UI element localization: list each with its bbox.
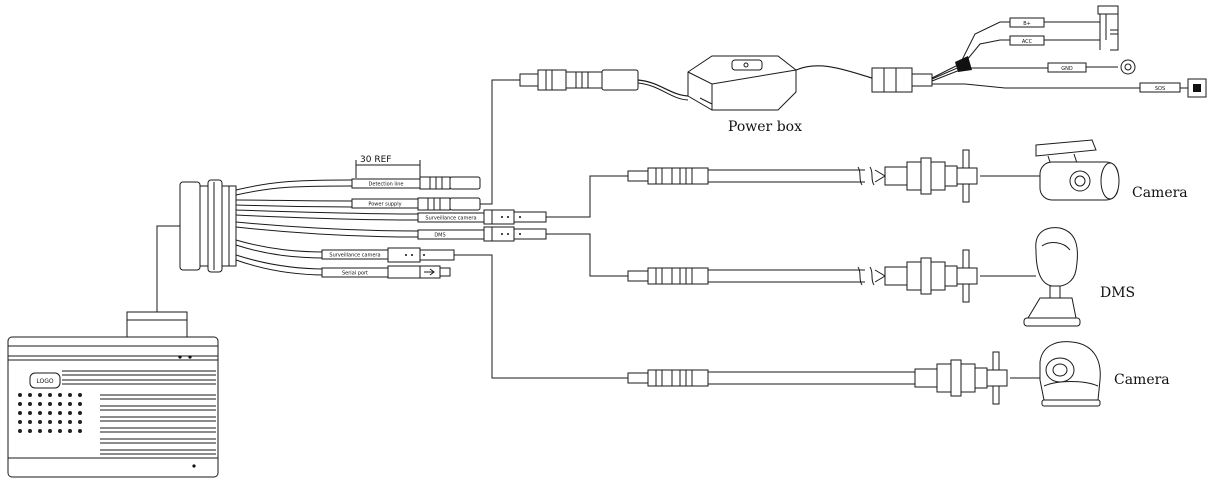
dvr-speaker-grille bbox=[18, 393, 82, 433]
speaker-hole bbox=[38, 393, 42, 397]
power-harness: B+ ACC GND SOS bbox=[795, 5, 1207, 98]
dvr-vent-slats bbox=[8, 370, 218, 459]
tag-b-plus bbox=[1009, 17, 1045, 28]
speaker-hole bbox=[48, 402, 52, 406]
tag-acc-text: ACC bbox=[1022, 39, 1033, 45]
speaker-hole bbox=[68, 402, 72, 406]
speaker-hole bbox=[48, 393, 52, 397]
speaker-hole bbox=[58, 393, 62, 397]
power-box-label: Power box bbox=[728, 119, 802, 135]
speaker-hole bbox=[28, 402, 32, 406]
ground-ring-terminal bbox=[1120, 59, 1136, 75]
tag-surveillance-camera-2-text: Surveillance camera bbox=[329, 253, 380, 259]
power-branch bbox=[480, 69, 689, 205]
speaker-hole bbox=[68, 420, 72, 424]
dvr-logo-text: LOGO bbox=[36, 378, 54, 385]
speaker-hole bbox=[48, 420, 52, 424]
camera-top-device bbox=[980, 139, 1120, 201]
speaker-hole bbox=[48, 429, 52, 433]
speaker-hole bbox=[78, 402, 82, 406]
speaker-hole bbox=[58, 411, 62, 415]
tag-b-plus-text: B+ bbox=[1023, 21, 1031, 27]
tag-dms-text: DMS bbox=[434, 233, 445, 239]
dvr-top-connector bbox=[126, 311, 188, 339]
speaker-hole bbox=[38, 420, 42, 424]
speaker-hole bbox=[38, 429, 42, 433]
tag-detection-line-text: Detection line bbox=[369, 182, 404, 188]
speaker-hole bbox=[58, 420, 62, 424]
harness-split-sleeve bbox=[955, 56, 972, 72]
speaker-hole bbox=[58, 429, 62, 433]
dvr-unit: LOGO bbox=[7, 311, 219, 478]
extension-cable-1 bbox=[627, 149, 978, 203]
dvr-logo-badge bbox=[29, 372, 61, 389]
speaker-hole bbox=[68, 393, 72, 397]
cable-tags: Detection line Power supply Surveillance… bbox=[321, 178, 485, 278]
speaker-hole bbox=[18, 393, 22, 397]
speaker-hole bbox=[28, 420, 32, 424]
tag-serial-port-text: Serial port bbox=[342, 271, 368, 277]
speaker-hole bbox=[28, 393, 32, 397]
ref-dimension: 30 REF bbox=[355, 155, 421, 178]
dvr-led-2 bbox=[188, 355, 192, 359]
tag-gnd-text: GND bbox=[1061, 66, 1073, 72]
extension-cable-3 bbox=[627, 351, 1008, 405]
aviation-connector bbox=[179, 179, 237, 273]
camera-branch-lines bbox=[454, 175, 628, 379]
dvr-main-cable bbox=[156, 225, 186, 312]
speaker-hole bbox=[48, 411, 52, 415]
camera-bottom-label: Camera bbox=[1114, 372, 1170, 388]
tag-dms bbox=[417, 229, 485, 240]
camera-bottom-device bbox=[1010, 341, 1101, 407]
speaker-hole bbox=[58, 402, 62, 406]
tag-surveillance-camera-1-text: Surveillance camera bbox=[425, 216, 476, 222]
speaker-hole bbox=[38, 402, 42, 406]
speaker-hole bbox=[78, 420, 82, 424]
ref-dimension-label: 30 REF bbox=[360, 155, 391, 165]
fanout-connectors bbox=[387, 176, 547, 279]
dvr-status-dot bbox=[192, 464, 196, 468]
power-box bbox=[687, 55, 797, 111]
cable-fanout bbox=[235, 179, 419, 276]
tag-power-supply-text: Power supply bbox=[368, 202, 401, 208]
dms-label: DMS bbox=[1100, 285, 1135, 301]
speaker-hole bbox=[18, 402, 22, 406]
speaker-hole bbox=[78, 429, 82, 433]
tag-acc bbox=[1009, 35, 1045, 46]
speaker-hole bbox=[68, 411, 72, 415]
speaker-hole bbox=[78, 393, 82, 397]
dms-device bbox=[980, 227, 1081, 327]
dvr-led-1 bbox=[178, 355, 182, 359]
speaker-hole bbox=[18, 420, 22, 424]
speaker-hole bbox=[68, 429, 72, 433]
tag-sos-text: SOS bbox=[1155, 86, 1165, 92]
speaker-hole bbox=[28, 411, 32, 415]
extension-cable-2 bbox=[627, 249, 978, 303]
speaker-hole bbox=[18, 411, 22, 415]
speaker-hole bbox=[78, 411, 82, 415]
camera-top-label: Camera bbox=[1132, 185, 1188, 201]
dvr-body bbox=[7, 336, 219, 478]
speaker-hole bbox=[28, 429, 32, 433]
speaker-hole bbox=[38, 411, 42, 415]
speaker-hole bbox=[18, 429, 22, 433]
extension-cables bbox=[627, 149, 1008, 405]
